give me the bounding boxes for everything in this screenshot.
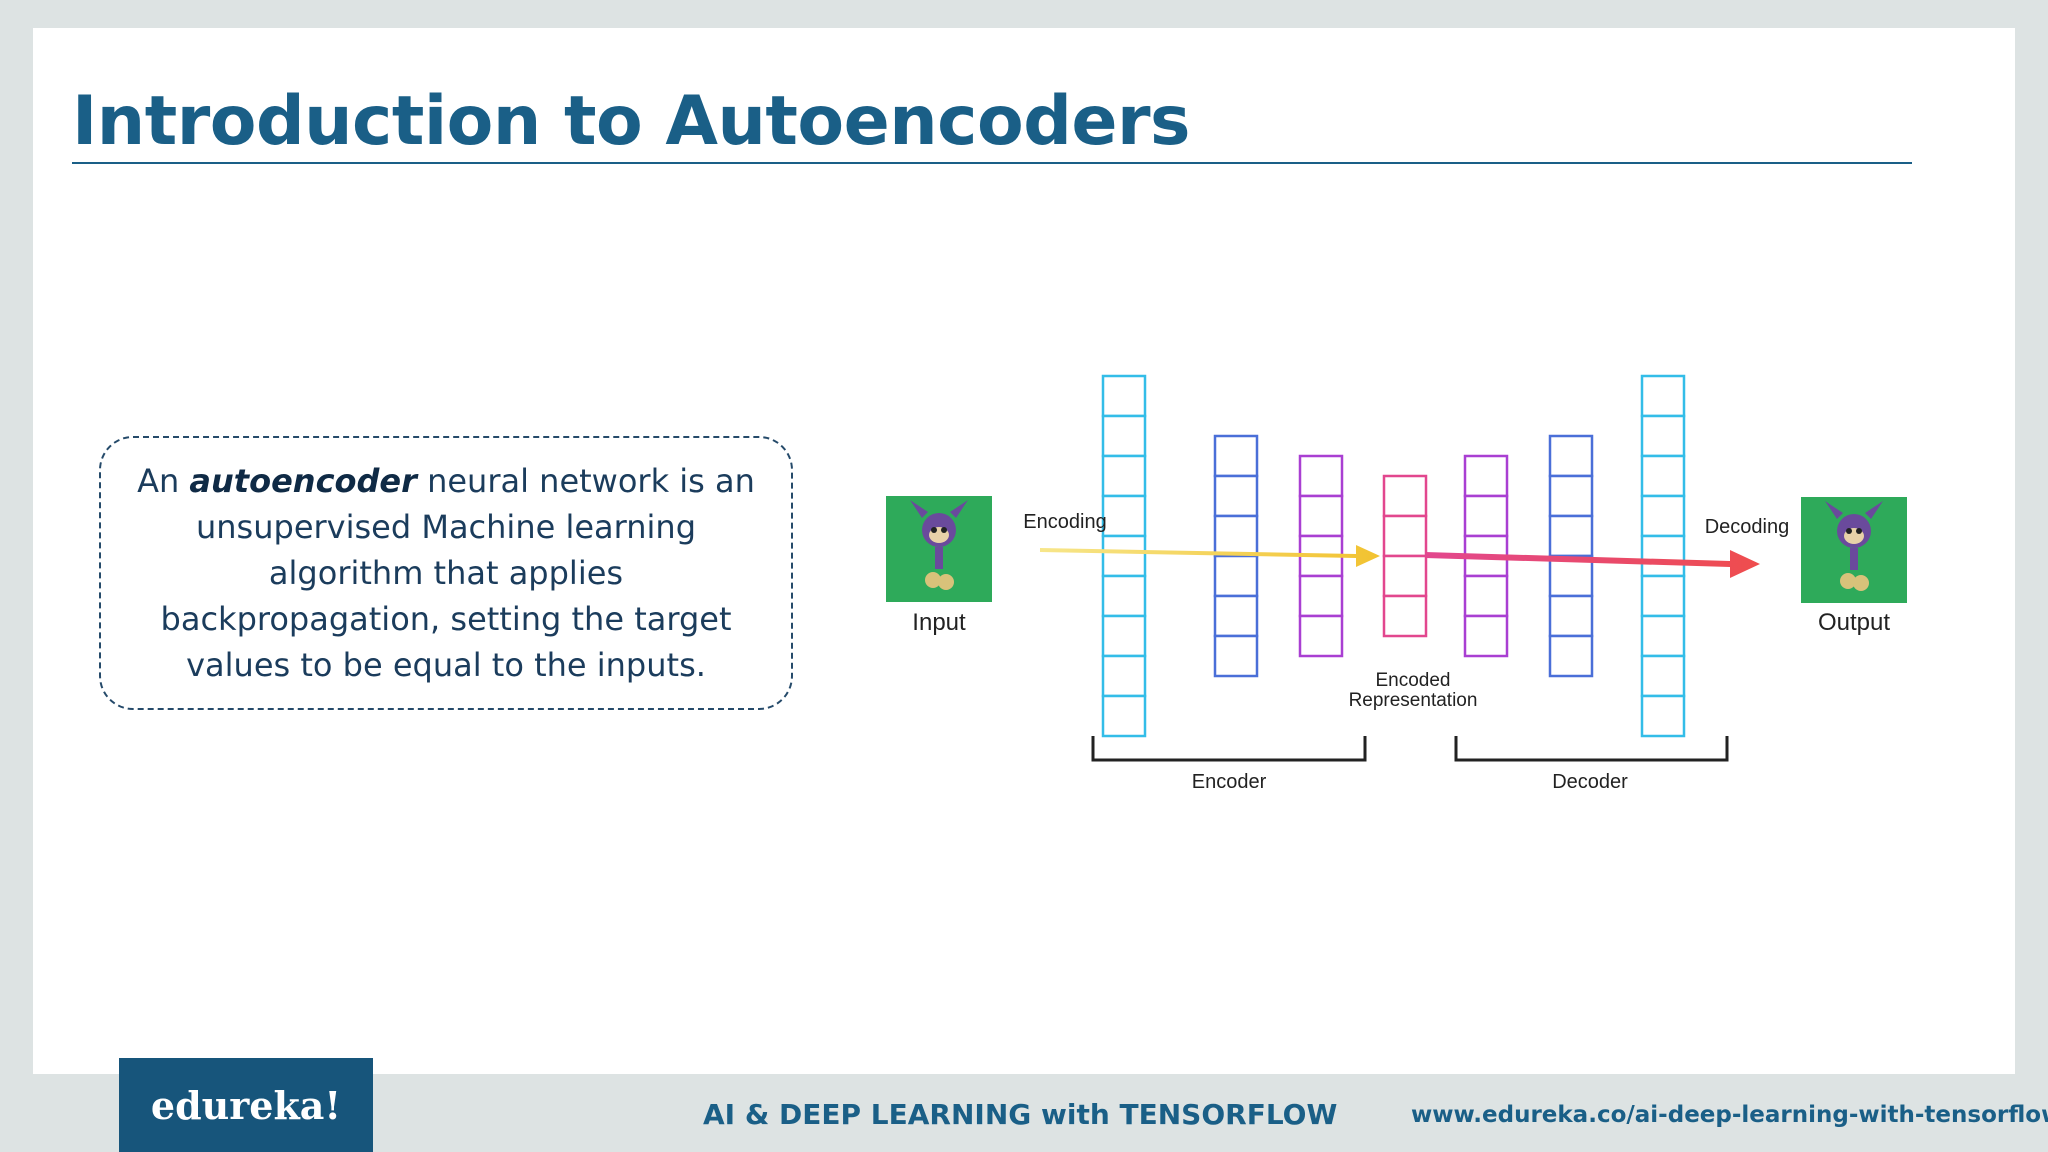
neuron-cell bbox=[1548, 514, 1594, 558]
neuron-cell bbox=[1101, 574, 1147, 618]
neuron-cell bbox=[1640, 494, 1686, 538]
neuron-cell bbox=[1213, 554, 1259, 598]
encoding-label: Encoding bbox=[1023, 511, 1106, 533]
input-image bbox=[886, 496, 992, 602]
description-text: An autoencoder neural network is an unsu… bbox=[126, 458, 766, 688]
encoder-bracket bbox=[1091, 736, 1367, 762]
description-box: An autoencoder neural network is an unsu… bbox=[99, 436, 793, 710]
neuron-cell bbox=[1640, 374, 1686, 418]
decoder-bracket bbox=[1454, 736, 1729, 762]
neuron-cell bbox=[1640, 574, 1686, 618]
description-after: neural network is an unsupervised Machin… bbox=[160, 462, 755, 684]
layer-2 bbox=[1213, 434, 1259, 678]
neuron-cell bbox=[1101, 374, 1147, 418]
neuron-cell bbox=[1640, 534, 1686, 578]
input-label: Input bbox=[912, 609, 966, 636]
neuron-cell bbox=[1298, 574, 1344, 618]
neuron-cell bbox=[1640, 614, 1686, 658]
neuron-cell bbox=[1101, 534, 1147, 578]
decoding-label: Decoding bbox=[1705, 516, 1790, 538]
neuron-cell bbox=[1213, 594, 1259, 638]
neuron-cell bbox=[1548, 434, 1594, 478]
neuron-cell bbox=[1382, 474, 1428, 518]
layer-6 bbox=[1548, 434, 1594, 678]
neuron-cell bbox=[1213, 474, 1259, 518]
neuron-cell bbox=[1298, 494, 1344, 538]
neuron-cell bbox=[1463, 574, 1509, 618]
neuron-cell bbox=[1101, 654, 1147, 698]
output-image bbox=[1801, 497, 1907, 603]
encoded-label-line2: Representation bbox=[1349, 690, 1478, 711]
encoded-label-line1: Encoded bbox=[1375, 670, 1450, 691]
layer-3 bbox=[1298, 454, 1344, 658]
neuron-cell bbox=[1101, 414, 1147, 458]
neuron-cell bbox=[1101, 494, 1147, 538]
output-label: Output bbox=[1818, 609, 1890, 636]
neuron-cell bbox=[1298, 614, 1344, 658]
neuron-cell bbox=[1640, 414, 1686, 458]
creature-icon bbox=[910, 500, 968, 590]
edureka-logo: edureka! bbox=[119, 1058, 373, 1152]
neuron-cell bbox=[1463, 454, 1509, 498]
neuron-cell bbox=[1382, 554, 1428, 598]
layer-5 bbox=[1463, 454, 1509, 658]
neuron-cell bbox=[1640, 694, 1686, 738]
encoder-label: Encoder bbox=[1192, 771, 1267, 793]
title-divider bbox=[72, 162, 1912, 164]
neuron-cell bbox=[1101, 694, 1147, 738]
decoding-arrow bbox=[1425, 550, 1760, 578]
neuron-cell bbox=[1298, 454, 1344, 498]
creature-icon bbox=[1825, 501, 1883, 591]
neuron-cell bbox=[1548, 594, 1594, 638]
layer-1 bbox=[1101, 374, 1147, 738]
network-layers bbox=[1101, 374, 1686, 738]
layer-7 bbox=[1640, 374, 1686, 738]
course-url[interactable]: www.edureka.co/ai-deep-learning-with-ten… bbox=[1411, 1102, 2048, 1128]
neuron-cell bbox=[1463, 494, 1509, 538]
neuron-cell bbox=[1213, 514, 1259, 558]
neuron-cell bbox=[1463, 614, 1509, 658]
neuron-cell bbox=[1213, 634, 1259, 678]
neuron-cell bbox=[1382, 594, 1428, 638]
description-emphasis: autoencoder bbox=[189, 462, 417, 500]
slide-title: Introduction to Autoencoders bbox=[72, 82, 1191, 161]
neuron-cell bbox=[1640, 654, 1686, 698]
decoder-label: Decoder bbox=[1552, 771, 1628, 793]
neuron-cell bbox=[1101, 614, 1147, 658]
neuron-cell bbox=[1213, 434, 1259, 478]
neuron-cell bbox=[1640, 454, 1686, 498]
neuron-cell bbox=[1382, 514, 1428, 558]
layer-4 bbox=[1382, 474, 1428, 638]
neuron-cell bbox=[1548, 634, 1594, 678]
neuron-cell bbox=[1548, 474, 1594, 518]
course-title: AI & DEEP LEARNING with TENSORFLOW bbox=[703, 1098, 1338, 1131]
description-before: An bbox=[137, 462, 190, 500]
encoding-arrow bbox=[1040, 545, 1380, 567]
neuron-cell bbox=[1101, 454, 1147, 498]
